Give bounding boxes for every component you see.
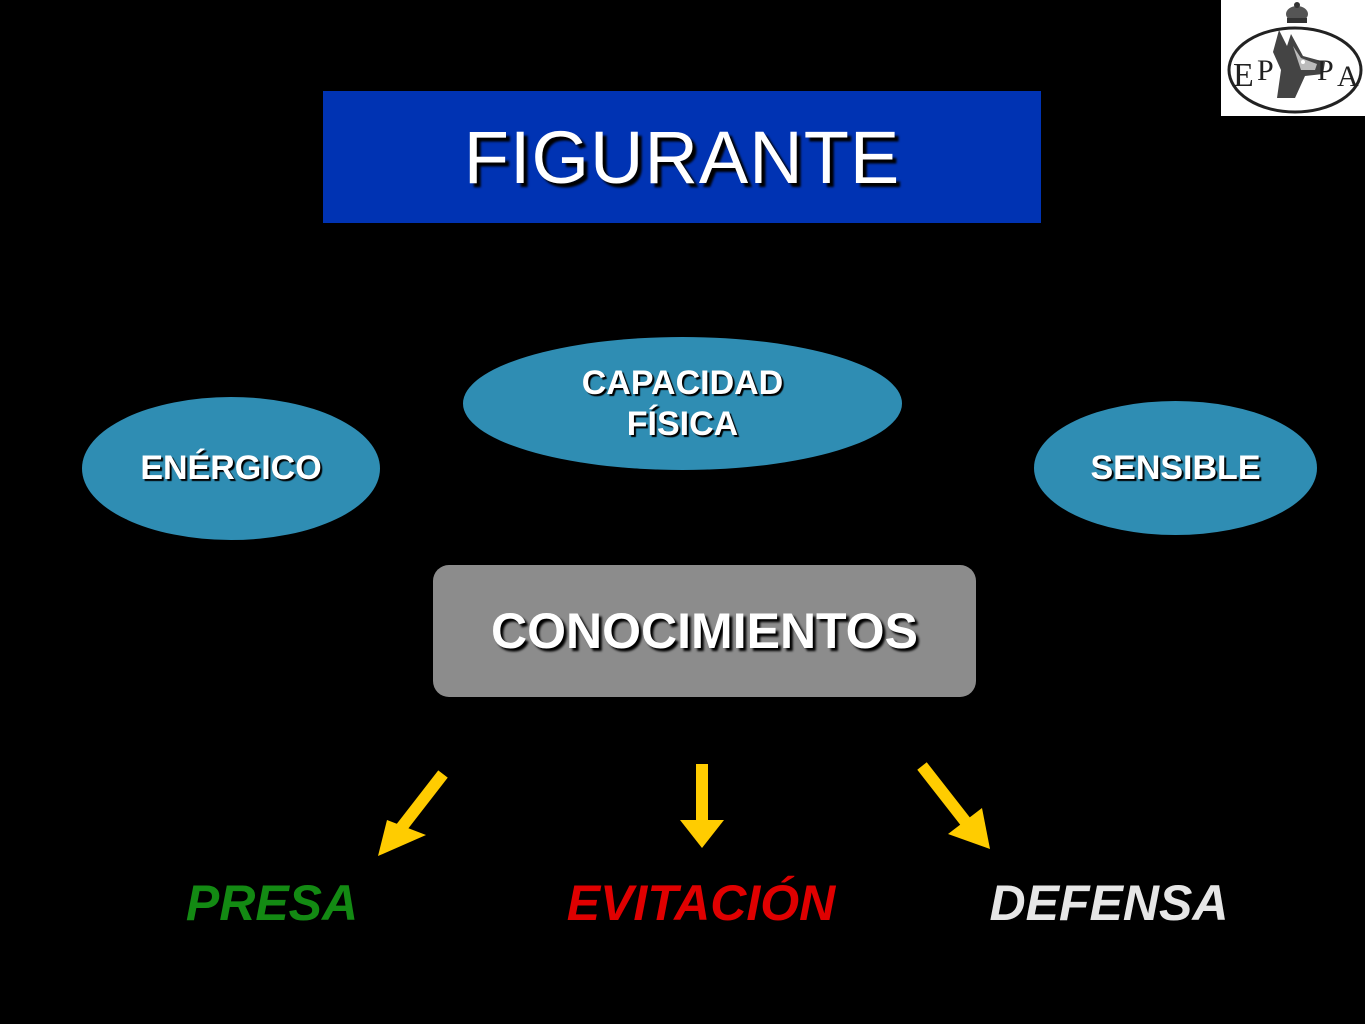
crown-icon	[1286, 2, 1308, 23]
svg-text:A: A	[1337, 60, 1359, 93]
club-crest-logo: E P P A	[1221, 0, 1365, 116]
evitacion-label: EVITACIÓN	[566, 875, 836, 931]
capacidad-label-line2: FÍSICA	[626, 404, 739, 443]
capacidad-label-line1: CAPACIDAD	[581, 363, 784, 402]
svg-text:P: P	[1317, 54, 1334, 87]
sensible-label: SENSIBLE	[1090, 448, 1261, 487]
page-title: FIGURANTE	[463, 115, 901, 199]
sensible-oval: SENSIBLE	[1034, 401, 1317, 535]
energico-label: ENÉRGICO	[140, 449, 322, 487]
conocimientos-label: CONOCIMIENTOS	[491, 603, 918, 659]
capacidad-fisica-oval: CAPACIDAD FÍSICA	[463, 337, 902, 470]
club-crest-logo-icon: E P P A	[1227, 2, 1363, 114]
arrow-to-evitacion	[680, 764, 724, 848]
presa-label: PRESA	[185, 875, 359, 931]
arrow-to-presa	[378, 770, 448, 856]
arrow-to-defensa	[917, 762, 990, 849]
svg-text:E: E	[1233, 57, 1254, 94]
defensa-label: DEFENSA	[989, 875, 1229, 931]
title-banner: FIGURANTE	[323, 91, 1041, 223]
conocimientos-box: CONOCIMIENTOS	[433, 565, 976, 697]
dog-head-icon	[1273, 30, 1325, 98]
svg-text:P: P	[1257, 54, 1274, 87]
energico-oval: ENÉRGICO	[82, 397, 380, 540]
